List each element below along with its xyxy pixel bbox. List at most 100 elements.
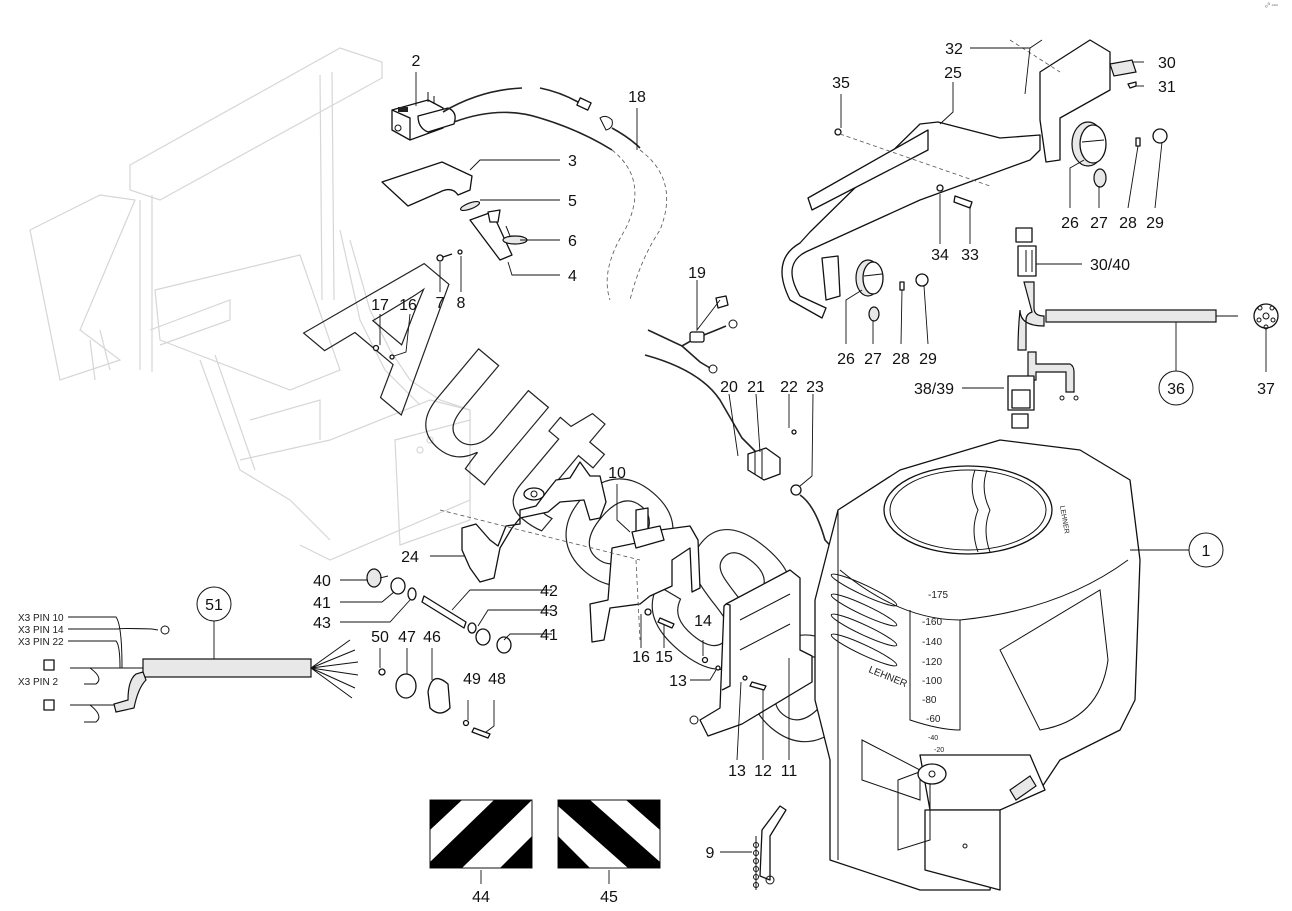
callout-37: 37 [1257, 381, 1275, 398]
callout-7: 7 [436, 295, 445, 312]
callout-33: 33 [961, 247, 979, 264]
scale-mark: -175 [928, 590, 948, 601]
callout-28-lower: 28 [892, 351, 910, 368]
part-chain [753, 805, 787, 890]
scale-mark: -160 [922, 617, 942, 628]
scale-mark: -120 [922, 657, 942, 668]
scale-mark: -80 [922, 695, 937, 706]
lamp-lower [855, 259, 929, 322]
callout-38-39: 38/39 [914, 381, 954, 398]
cable-upper [442, 87, 523, 113]
hopper-lid-mark: LEHNER [1058, 505, 1070, 534]
part-salt-spreader-hopper: LEHNER LEHNER [814, 439, 1141, 891]
part-knob [502, 225, 528, 245]
pin-label-x3-10: X3 PIN 10 [18, 613, 64, 624]
callout-46: 46 [423, 629, 441, 646]
part-gasket [459, 200, 481, 212]
callout-29-lower: 29 [919, 351, 937, 368]
part-plug [1109, 59, 1137, 77]
callout-30: 30 [1158, 55, 1176, 72]
callout-48: 48 [488, 671, 506, 688]
warning-plate-left [429, 799, 533, 869]
callout-13-bottom: 13 [728, 763, 746, 780]
callout-20: 20 [720, 379, 738, 396]
pin-label-x3-22: X3 PIN 22 [18, 637, 64, 648]
part-control-unit [391, 92, 456, 141]
callout-43-right: 43 [540, 603, 558, 620]
pin-label-x3-2: X3 PIN 2 [18, 677, 58, 688]
callout-45: 45 [600, 889, 618, 906]
callout-27-lower: 27 [864, 351, 882, 368]
callout-51: 51 [205, 597, 223, 614]
part-axle-set [366, 568, 512, 654]
callout-35: 35 [832, 75, 850, 92]
callout-labels: 1 2 3 4 5 6 7 8 9 10 11 12 13 13 14 15 1… [205, 41, 1275, 906]
callout-16-lower: 16 [632, 649, 650, 666]
callout-24: 24 [401, 549, 419, 566]
callout-50: 50 [371, 629, 389, 646]
callout-47: 47 [398, 629, 416, 646]
callout-10: 10 [608, 465, 626, 482]
part-light-harness [1007, 227, 1279, 429]
callout-34: 34 [931, 247, 949, 264]
callout-16-upper: 16 [399, 297, 417, 314]
scale-mark: -40 [928, 735, 938, 742]
callout-27-upper: 27 [1090, 215, 1108, 232]
callout-43-left: 43 [313, 615, 331, 632]
callout-13-left: 13 [669, 673, 687, 690]
callout-36: 36 [1167, 381, 1185, 398]
part-motor-cover [378, 668, 491, 739]
scale-mark: -140 [922, 637, 942, 648]
callout-44: 44 [472, 889, 490, 906]
callout-4: 4 [568, 268, 577, 285]
part-mount-plate [381, 161, 473, 207]
callout-32: 32 [945, 41, 963, 58]
callout-5: 5 [568, 193, 577, 210]
callout-6: 6 [568, 233, 577, 250]
part-holder-bracket [589, 525, 701, 643]
callout-41-left: 41 [313, 595, 331, 612]
callout-30-40: 30/40 [1090, 257, 1130, 274]
callout-12: 12 [754, 763, 772, 780]
callout-circle-36 [1158, 370, 1194, 406]
callout-40: 40 [313, 573, 331, 590]
callout-17: 17 [371, 297, 389, 314]
callout-3: 3 [568, 153, 577, 170]
callout-18: 18 [628, 89, 646, 106]
part-main-bracket [461, 461, 607, 583]
leader-lines [213, 39, 1267, 884]
hopper-scale: -175 -160 -140 -120 -100 -80 -60 -40 -20 [922, 590, 948, 754]
callout-circle-1 [1188, 532, 1224, 568]
pin-label-x3-14: X3 PIN 14 [18, 625, 64, 636]
callout-28-upper: 28 [1119, 215, 1137, 232]
scale-mark: -60 [926, 714, 941, 725]
callout-23: 23 [806, 379, 824, 396]
part-nut [372, 344, 380, 352]
scale-mark: -100 [922, 676, 942, 687]
lamp-upper [1071, 121, 1168, 188]
vehicle-frame-ghost [29, 47, 471, 561]
part-ground-harness [647, 295, 738, 374]
part-control-harness: X3 PIN 10 X3 PIN 14 X3 PIN 22 X3 PIN 2 [18, 613, 359, 723]
callout-31: 31 [1158, 79, 1176, 96]
callout-1: 1 [1202, 543, 1211, 560]
callout-2: 2 [412, 53, 421, 70]
part-screw [657, 617, 675, 629]
callout-49: 49 [463, 671, 481, 688]
part-washer [389, 354, 395, 360]
callout-26-upper: 26 [1061, 215, 1079, 232]
callout-25: 25 [944, 65, 962, 82]
part-bracket [469, 211, 513, 261]
part-sensor [747, 429, 841, 557]
callout-26-lower: 26 [837, 351, 855, 368]
callout-41-right: 41 [540, 627, 558, 644]
callout-11: 11 [781, 763, 798, 780]
callout-21: 21 [747, 379, 765, 396]
callout-42: 42 [540, 583, 558, 600]
callout-19: 19 [688, 265, 706, 282]
callout-15: 15 [655, 649, 673, 666]
callout-circle-51 [196, 586, 232, 622]
callout-8: 8 [457, 295, 466, 312]
scale-mark: -20 [934, 747, 944, 754]
